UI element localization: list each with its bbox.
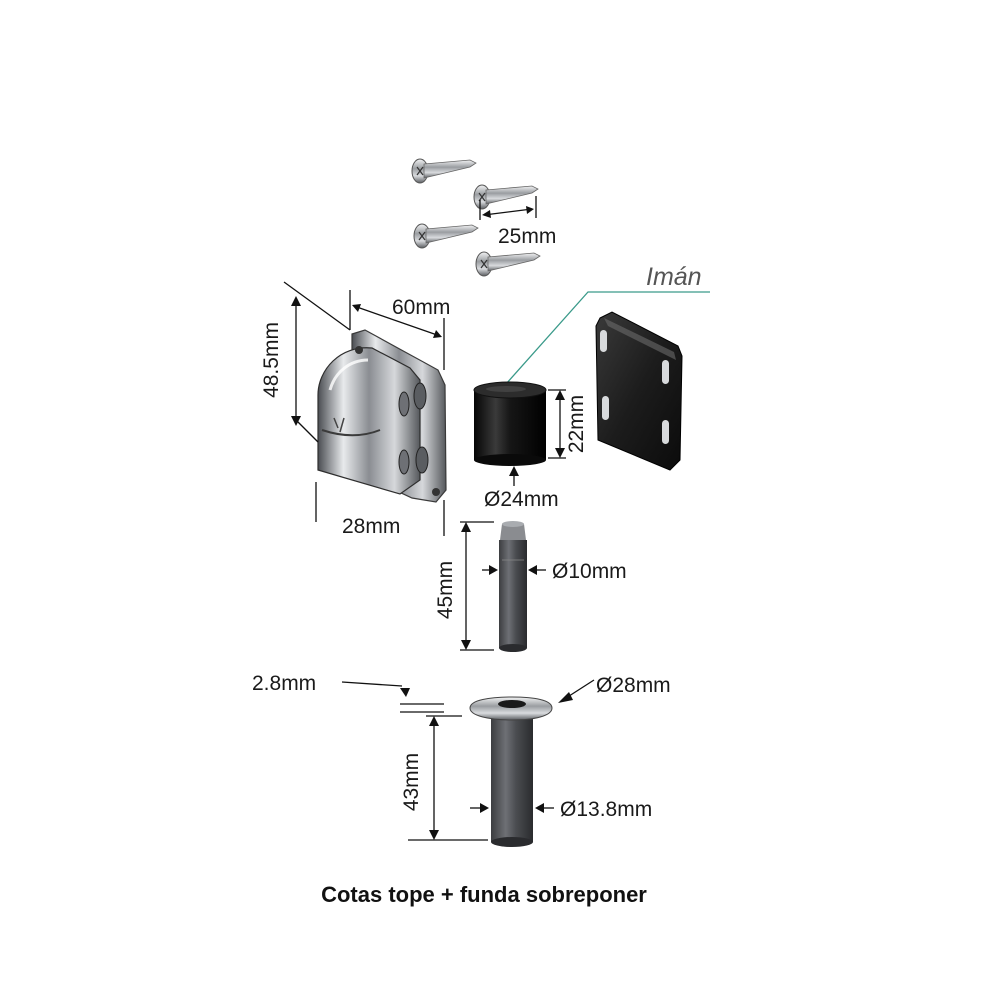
caption: Cotas tope + funda sobreponer	[321, 882, 647, 907]
iman-label: Imán	[646, 263, 702, 291]
pin-diameter-label: Ø10mm	[552, 560, 627, 583]
pin-diameter-arrows	[482, 565, 546, 575]
screw-2	[473, 184, 539, 210]
screw-4	[475, 251, 541, 277]
screw-1	[411, 158, 477, 184]
sleeve-length-dimension	[408, 715, 488, 841]
sleeve-length-label: 43mm	[400, 753, 423, 811]
sleeve-diameter-arrows	[470, 803, 554, 813]
pin-length-label: 45mm	[434, 561, 457, 619]
sleeve	[469, 696, 553, 847]
screw-3	[413, 223, 479, 249]
magnet-plate	[595, 311, 683, 471]
stop-body	[317, 329, 447, 503]
magnet-diameter-label: Ø24mm	[484, 488, 559, 511]
height-label: 48.5mm	[260, 322, 283, 398]
flange-thickness-label: 2.8mm	[252, 672, 316, 695]
flange-thickness-dimension	[341, 681, 444, 713]
magnet-cylinder	[473, 381, 547, 466]
iman-callout-line	[505, 291, 710, 385]
magnet-height-dimension	[548, 389, 566, 459]
magnet-diameter-arrow	[509, 466, 519, 486]
flange-diameter-label: Ø28mm	[596, 674, 671, 697]
depth-dimension	[315, 482, 445, 536]
width-dimension	[349, 290, 445, 370]
screw-length-dimension	[479, 196, 537, 220]
height-dimension	[283, 281, 351, 443]
screw-length-label: 25mm	[498, 225, 556, 248]
pin-length-dimension	[460, 521, 494, 651]
depth-label: 28mm	[342, 515, 400, 538]
width-label: 60mm	[392, 296, 450, 319]
pin	[499, 521, 527, 652]
sleeve-diameter-label: Ø13.8mm	[560, 798, 652, 821]
magnet-height-label: 22mm	[565, 395, 588, 453]
flange-diameter-arrow	[558, 679, 595, 703]
